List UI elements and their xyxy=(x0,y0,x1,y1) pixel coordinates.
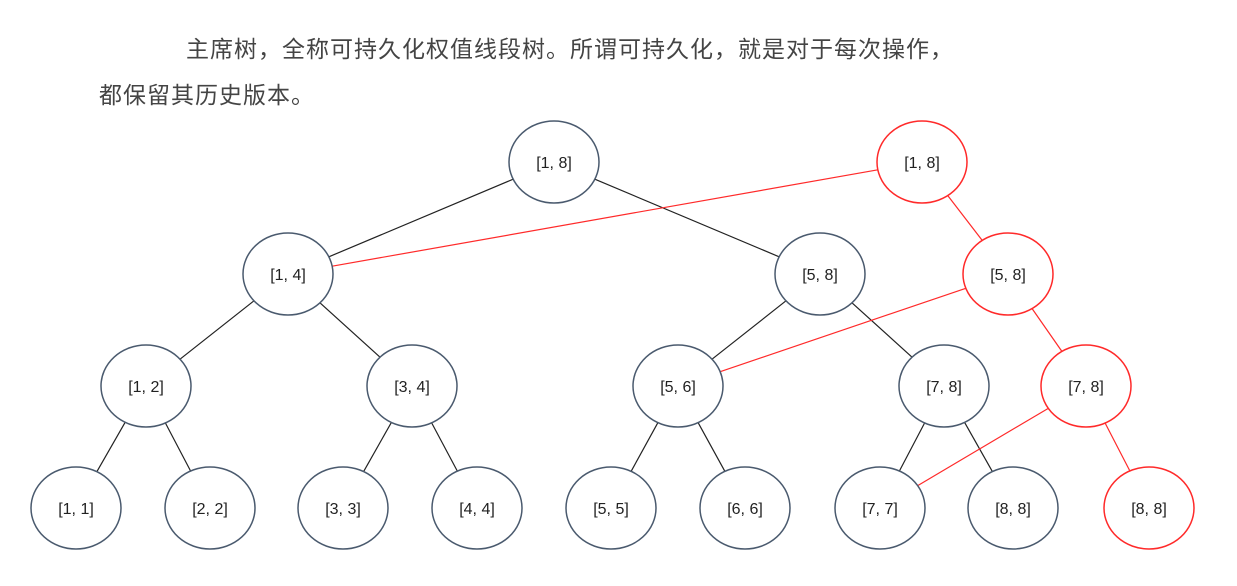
node-circle xyxy=(834,466,926,550)
edge-b18-b58 xyxy=(594,178,780,258)
node-circle xyxy=(876,120,968,204)
edge-b18-b14 xyxy=(328,178,514,258)
node-label: [3, 4] xyxy=(394,379,430,396)
tree-node-b55: [5, 5] xyxy=(565,466,657,550)
node-circle xyxy=(962,232,1054,316)
node-label: [7, 8] xyxy=(926,379,962,396)
tree-node-b78: [7, 8] xyxy=(898,344,990,428)
node-circle xyxy=(164,466,256,550)
node-label: [7, 7] xyxy=(862,501,898,518)
edge-b14-b12 xyxy=(179,300,255,360)
tree-node-b77: [7, 7] xyxy=(834,466,926,550)
node-circle xyxy=(431,466,523,550)
node-label: [1, 4] xyxy=(270,267,306,284)
tree-node-r88: [8, 8] xyxy=(1103,466,1195,550)
edge-r78-b77 xyxy=(917,407,1049,487)
node-label: [5, 5] xyxy=(593,501,629,518)
tree-node-b14: [1, 4] xyxy=(242,232,334,316)
node-label: [5, 6] xyxy=(660,379,696,396)
node-circle xyxy=(508,120,600,204)
edge-b56-b55 xyxy=(630,422,659,472)
node-label: [1, 1] xyxy=(58,501,94,518)
node-circle xyxy=(774,232,866,316)
tree-node-r18: [1, 8] xyxy=(876,120,968,204)
edge-b78-b77 xyxy=(898,422,926,472)
tree-node-b88: [8, 8] xyxy=(967,466,1059,550)
edge-b34-b33 xyxy=(363,422,392,472)
node-label: [8, 8] xyxy=(1131,501,1167,518)
tree-node-b44: [4, 4] xyxy=(431,466,523,550)
tree-node-r78: [7, 8] xyxy=(1040,344,1132,428)
edge-b14-b34 xyxy=(319,302,381,358)
node-circle xyxy=(565,466,657,550)
tree-node-b11: [1, 1] xyxy=(30,466,122,550)
node-label: [1, 8] xyxy=(536,155,572,172)
edge-r18-r58 xyxy=(947,195,983,241)
intro-line-2: 都保留其历史版本。 xyxy=(99,83,315,109)
tree-node-b12: [1, 2] xyxy=(100,344,192,428)
node-circle xyxy=(242,232,334,316)
tree-node-b34: [3, 4] xyxy=(366,344,458,428)
node-circle xyxy=(366,344,458,428)
node-circle xyxy=(30,466,122,550)
node-circle xyxy=(967,466,1059,550)
tree-node-b56: [5, 6] xyxy=(632,344,724,428)
edge-b12-b11 xyxy=(96,422,126,472)
edge-b78-b88 xyxy=(964,422,993,472)
tree-node-b22: [2, 2] xyxy=(164,466,256,550)
node-label: [7, 8] xyxy=(1068,379,1104,396)
edge-r18-b14 xyxy=(332,169,878,267)
node-circle xyxy=(1103,466,1195,550)
tree-node-b18: [1, 8] xyxy=(508,120,600,204)
node-label: [5, 8] xyxy=(802,267,838,284)
node-label: [2, 2] xyxy=(192,501,228,518)
tree-node-r58: [5, 8] xyxy=(962,232,1054,316)
node-circle xyxy=(1040,344,1132,428)
edge-b34-b44 xyxy=(431,422,458,472)
tree-node-b58: [5, 8] xyxy=(774,232,866,316)
node-label: [1, 2] xyxy=(128,379,164,396)
node-label: [4, 4] xyxy=(459,501,495,518)
edge-r58-r78 xyxy=(1031,308,1063,352)
node-circle xyxy=(898,344,990,428)
node-label: [3, 3] xyxy=(325,501,361,518)
edge-b12-b22 xyxy=(164,422,192,472)
node-circle xyxy=(699,466,791,550)
intro-line-1: 主席树，全称可持久化权值线段树。所谓可持久化，就是对于每次操作， xyxy=(186,37,954,63)
edge-b58-b78 xyxy=(851,302,913,358)
edge-r58-b56 xyxy=(719,287,967,373)
node-label: [6, 6] xyxy=(727,501,763,518)
node-label: [8, 8] xyxy=(995,501,1031,518)
edge-b56-b66 xyxy=(697,422,726,472)
node-label: [1, 8] xyxy=(904,155,940,172)
node-label: [5, 8] xyxy=(990,267,1026,284)
node-circle xyxy=(100,344,192,428)
node-circle xyxy=(632,344,724,428)
node-circle xyxy=(297,466,389,550)
edge-r78-r88 xyxy=(1104,422,1131,472)
tree-node-b66: [6, 6] xyxy=(699,466,791,550)
edge-b58-b56 xyxy=(711,300,787,360)
tree-node-b33: [3, 3] xyxy=(297,466,389,550)
